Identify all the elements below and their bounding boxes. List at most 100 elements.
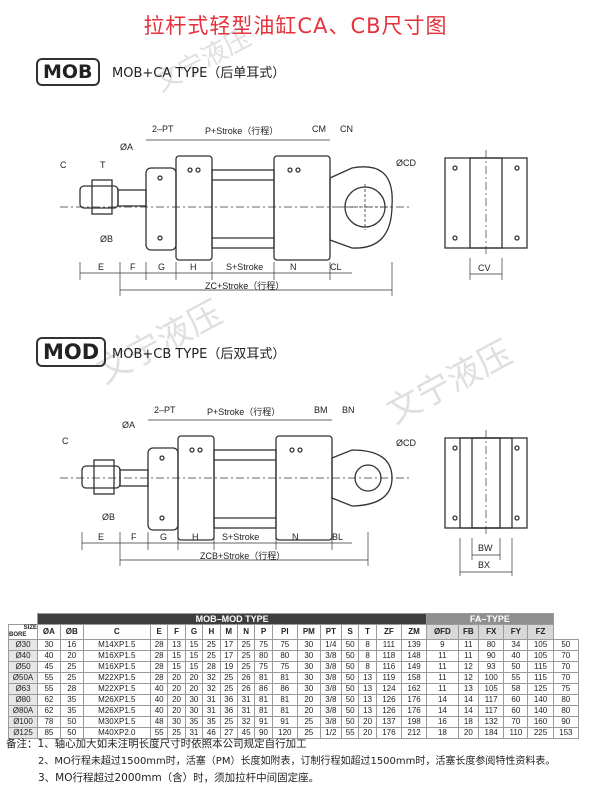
table-cell: 13: [457, 683, 480, 695]
table-cell: 50: [340, 661, 360, 673]
dim-a: ØA: [122, 420, 136, 430]
table-cell: 16: [426, 716, 459, 728]
table-cell: 20: [296, 694, 321, 706]
column-header: G: [184, 624, 204, 640]
table-cell: 20: [167, 672, 186, 684]
table-cell: 30: [184, 705, 204, 717]
table-cell: M30XP1.5: [82, 716, 151, 728]
table-cell: 117: [478, 694, 505, 706]
table-cell: 20: [184, 672, 204, 684]
table-cell: 78: [37, 716, 61, 728]
table-cell: 50: [340, 716, 360, 728]
table-cell: 36: [219, 694, 238, 706]
table-cell: 162: [400, 683, 428, 695]
table-cell: 158: [400, 672, 428, 684]
dim-c: C: [62, 436, 69, 446]
column-header: FY: [503, 624, 529, 640]
table-cell: 25: [219, 716, 238, 728]
note-1: 1、轴心加大如未注明长度尺寸时依照本公司规定自行加工: [37, 738, 307, 750]
bore-cell: Ø80: [8, 694, 38, 706]
table-cell: 81: [254, 705, 273, 717]
table-cell: 28: [149, 661, 169, 673]
table-cell: 14: [426, 705, 459, 717]
column-header: ØB: [59, 624, 84, 640]
table-cell: 30: [37, 639, 61, 651]
table-cell: 105: [527, 639, 554, 651]
table-cell: 20: [167, 683, 186, 695]
column-header: F: [167, 624, 186, 640]
table-cell: 31: [202, 694, 221, 706]
column-header: P: [254, 624, 273, 640]
column-header: FB: [457, 624, 480, 640]
table-cell: 139: [400, 639, 428, 651]
column-header: FZ: [527, 624, 554, 640]
table-cell: 30: [167, 716, 186, 728]
mod-badge: MOD: [36, 337, 107, 367]
dim-stroke: P+Stroke（行程）: [205, 126, 279, 136]
dim-g: G: [158, 262, 166, 272]
table-cell: 70: [552, 661, 580, 673]
table-cell: 12: [457, 672, 480, 684]
table-cell: 137: [375, 716, 402, 728]
dim-h: H: [190, 262, 197, 272]
table-cell: 140: [527, 694, 554, 706]
table-cell: 132: [478, 716, 505, 728]
table-cell: 58: [503, 683, 529, 695]
table-cell: 212: [400, 727, 428, 739]
table-cell: 30: [296, 639, 321, 651]
dim-cd: ØCD: [396, 438, 416, 448]
table-main-title: MOB–MOD TYPE: [36, 613, 428, 625]
dim-bn: BN: [342, 405, 355, 415]
table-cell: 20: [167, 694, 186, 706]
dim-b: ØB: [102, 512, 116, 522]
table-cell: 117: [478, 705, 505, 717]
table-cell: 15: [167, 650, 186, 662]
dim-zc: ZC+Stroke（行程）: [205, 281, 285, 291]
table-cell: 35: [59, 694, 84, 706]
table-cell: 3/8: [319, 705, 343, 717]
table-cell: 13: [167, 639, 186, 651]
table-cell: 126: [375, 694, 402, 706]
dim-bw: BW: [478, 543, 493, 553]
column-header: T: [358, 624, 377, 640]
table-cell: 16: [59, 639, 84, 651]
table-cell: 125: [527, 683, 554, 695]
bore-cell: Ø40: [8, 650, 38, 662]
mob-badge: MOB: [36, 58, 100, 86]
column-header: M: [219, 624, 238, 640]
table-cell: 50: [59, 727, 84, 739]
table-cell: 62: [37, 705, 61, 717]
table-cell: 120: [271, 727, 298, 739]
bore-label: BORE: [9, 632, 27, 638]
dim-stroke: P+Stroke（行程）: [207, 407, 281, 417]
dim-bx: BX: [478, 560, 491, 570]
table-cell: 11: [457, 650, 480, 662]
dim-b: ØB: [100, 234, 114, 244]
table-cell: 13: [358, 683, 377, 695]
table-cell: 25: [219, 683, 238, 695]
table-cell: 25: [59, 661, 84, 673]
table-cell: 35: [202, 716, 221, 728]
dim-e: E: [98, 532, 105, 542]
table-cell: 75: [271, 661, 298, 673]
table-cell: 32: [202, 683, 221, 695]
table-cell: 184: [478, 727, 505, 739]
page-title: 拉杆式轻型油缸CA、CB尺寸图: [143, 14, 448, 38]
table-cell: 15: [167, 661, 186, 673]
table-cell: 28: [202, 661, 221, 673]
table-cell: 13: [358, 705, 377, 717]
table-cell: 3/8: [319, 672, 343, 684]
table-cell: 81: [271, 672, 298, 684]
table-cell: 11: [426, 650, 459, 662]
table-cell: 80: [552, 694, 580, 706]
table-cell: 35: [59, 705, 84, 717]
table-cell: 75: [552, 683, 580, 695]
table-cell: 148: [400, 650, 428, 662]
table-cell: 20: [457, 727, 480, 739]
notes-prefix: 备注：: [6, 738, 38, 750]
table-cell: 91: [254, 716, 273, 728]
dim-zc: ZCB+Stroke（行程）: [200, 551, 286, 561]
